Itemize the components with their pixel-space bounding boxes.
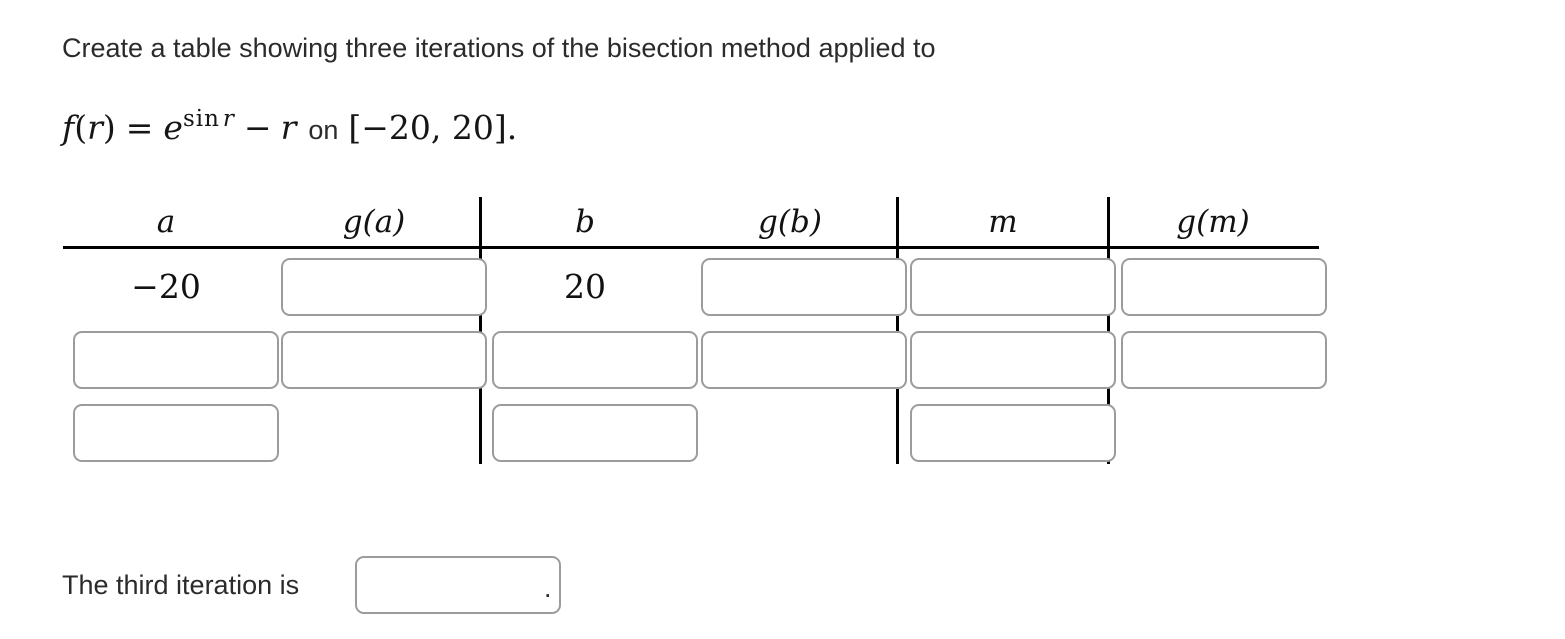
third-iteration-label: The third iteration is: [62, 570, 300, 600]
formula-rparen: ): [102, 108, 116, 147]
input-gb-row2[interactable]: [701, 331, 907, 389]
input-b-row3[interactable]: [492, 404, 698, 462]
header-a: a: [156, 204, 176, 240]
column-divider-2: [896, 197, 899, 464]
cell-a-row1: −20: [131, 267, 201, 306]
header-gb: g(b): [758, 204, 822, 240]
input-m-row1[interactable]: [910, 258, 1116, 316]
input-a-row2[interactable]: [73, 331, 279, 389]
formula-period: .: [506, 108, 518, 147]
formula-exp-var: r: [222, 106, 235, 132]
formula-interval: [−20, 20]: [348, 108, 507, 147]
input-m-row2[interactable]: [910, 331, 1116, 389]
formula-base-e: e: [163, 108, 183, 147]
formula-f: f: [62, 108, 75, 147]
third-iteration-period: .: [544, 573, 552, 603]
input-b-row2[interactable]: [492, 331, 698, 389]
formula-sub-var: r: [280, 108, 297, 147]
header-gm: g(m): [1176, 204, 1250, 240]
column-divider-1: [479, 197, 482, 464]
formula-on-word: on: [308, 115, 339, 145]
input-gb-row1[interactable]: [701, 258, 907, 316]
header-m: m: [988, 204, 1018, 240]
input-a-row3[interactable]: [73, 404, 279, 462]
column-divider-3: [1107, 197, 1110, 464]
problem-statement: Create a table showing three iterations …: [62, 33, 936, 63]
input-gm-row2[interactable]: [1121, 331, 1327, 389]
header-b: b: [575, 204, 595, 240]
third-iteration-input[interactable]: [355, 556, 561, 614]
cell-b-row1: 20: [564, 267, 606, 306]
input-ga-row2[interactable]: [281, 331, 487, 389]
formula-exp-sin: sin: [182, 106, 220, 132]
formula-var: r: [87, 108, 103, 147]
header-ga: g(a): [342, 204, 406, 240]
input-m-row3[interactable]: [910, 404, 1116, 462]
formula-minus: −: [243, 108, 272, 147]
input-gm-row1[interactable]: [1121, 258, 1327, 316]
formula-equals: =: [125, 108, 154, 147]
input-ga-row1[interactable]: [281, 258, 487, 316]
table-header-rule: [63, 246, 1319, 249]
formula-lparen: (: [74, 108, 88, 147]
